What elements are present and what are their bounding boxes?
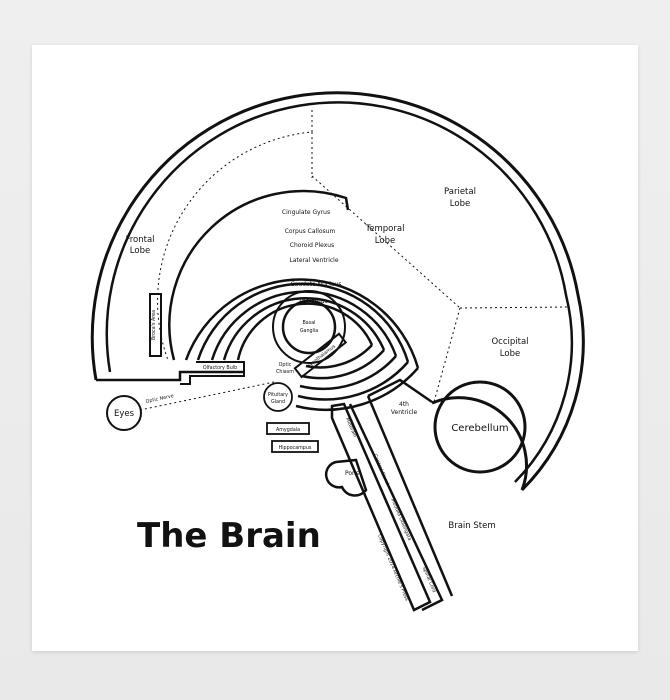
fourth-ventricle-label-2: Ventricle	[391, 409, 418, 416]
hypothalamus-box	[293, 332, 348, 379]
thalamus-label: Thalamus	[297, 298, 327, 305]
basal-ganglia-label: Basal	[302, 320, 315, 326]
temporal-lobe-label-2: Lobe	[375, 236, 395, 246]
optic-chiasm-label: Optic	[279, 362, 292, 368]
occipital-lobe-label: Occipital	[491, 337, 528, 347]
cerebellum-shape	[433, 380, 527, 474]
amygdala-box	[266, 422, 310, 435]
brain-stem-outline	[330, 402, 432, 612]
cerebellum-label: Cerebellum	[451, 423, 508, 434]
frontal-lobe-border	[157, 110, 313, 361]
lower-arc-4	[301, 349, 385, 380]
temporal-border	[311, 175, 461, 309]
basal-ganglia-circle	[281, 299, 337, 355]
occipital-border	[459, 306, 569, 309]
frontal-lower-outline	[96, 370, 244, 382]
lower-arc-3	[299, 355, 397, 391]
fourth-ventricle-line	[367, 378, 433, 404]
cingulate-gyrus-label: Cingulate Gyrus	[282, 209, 330, 216]
frontal-lobe-label-2: Lobe	[130, 246, 150, 256]
eyes-circle	[106, 395, 142, 431]
thalamus-arc	[236, 302, 374, 361]
optic-chiasm-label-2: Chiasm	[276, 369, 294, 375]
olfactory-bulb-channel	[180, 361, 245, 385]
brocas-area-box	[149, 293, 162, 357]
midbrain-label: Midbrain	[344, 417, 358, 439]
temporal-lobe-label: Temporal	[365, 224, 405, 234]
thalamus-circle	[272, 290, 346, 364]
pons-bump	[324, 458, 368, 497]
lower-arc-2	[297, 361, 409, 401]
central-canal-label: Central Canal	[372, 453, 390, 485]
parietal-lobe-label: Parietal	[444, 187, 476, 197]
pituitary-gland-label: Pituitary	[268, 392, 288, 398]
fourth-ventricle-label: 4th	[399, 401, 409, 408]
caudate-nucleus-label: Caudate Nucleus	[291, 281, 342, 288]
corpus-callosum-arc	[184, 278, 420, 369]
poster-title: The Brain	[137, 516, 321, 556]
caudate-nucleus-arc	[222, 297, 386, 361]
pons-label: Pons	[345, 470, 359, 477]
optic-nerve-label: Optic Nerve	[145, 393, 174, 405]
corpus-callosum-label: Corpus Callosum	[285, 228, 336, 235]
eyes-label: Eyes	[114, 409, 135, 419]
skull-outer-line	[90, 91, 585, 492]
parietal-lobe-label-2: Lobe	[450, 199, 470, 209]
pituitary-circle	[263, 382, 293, 412]
brain-stem-outer	[348, 403, 444, 612]
poster-paper	[32, 45, 638, 651]
occipital-border-lower	[433, 307, 461, 403]
hippocampus-label: Hippocampus	[279, 445, 312, 451]
choroid-plexus-label: Choroid Plexus	[290, 242, 334, 249]
skull-inner-line	[105, 101, 574, 483]
brain-stem-wall	[366, 395, 454, 597]
basal-ganglia-label-2: Ganglia	[300, 328, 318, 334]
lateral-ventricle-label: Lateral Ventricle	[289, 257, 338, 264]
olfactory-bulb-label: Olfactory Bulb	[203, 365, 237, 371]
cingulate-gyrus-arc	[168, 189, 350, 361]
lower-arc-1	[295, 367, 419, 411]
choroid-plexus-arc	[196, 282, 410, 363]
frontal-lobe-label: Frontal	[125, 235, 154, 245]
pituitary-gland-label-2: Gland	[271, 399, 285, 405]
hippocampus-box	[271, 440, 319, 453]
brocas-area-label: Broca's Area	[151, 310, 157, 340]
amygdala-label: Amygdala	[276, 427, 300, 433]
brain-stem-label: Brain Stem	[448, 521, 495, 531]
cerebellum-hook	[431, 396, 529, 491]
occipital-lobe-label-2: Lobe	[500, 349, 520, 359]
